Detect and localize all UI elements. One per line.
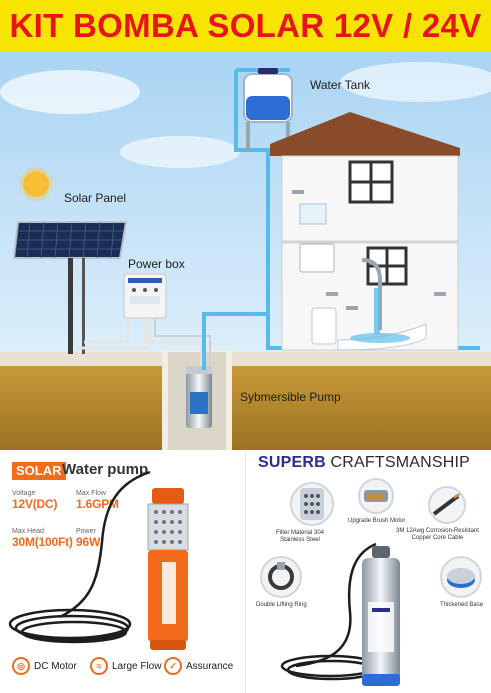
page-title: KIT BOMBA SOLAR 12V / 24V — [9, 7, 482, 44]
base-thumbnail — [440, 556, 482, 598]
spec-head-value: 30M(100Ft) — [12, 535, 73, 549]
ring-callout-text: Double Lifting Ring — [256, 602, 307, 608]
faucet-icon — [292, 190, 446, 310]
installation-scene: Water Tank Solar Panel Power box Sybmers… — [0, 52, 491, 450]
solar-panel-label: Solar Panel — [64, 191, 127, 205]
craftsmanship-panel: SUPERB CRAFTSMANSHIP Filter Material 304… — [246, 452, 491, 693]
orange-pump-icon — [147, 488, 189, 650]
steel-pump-illustration — [280, 542, 400, 686]
filter-mesh-icon — [300, 488, 324, 520]
filter-callout: Filter Material 304 Stainless Steel — [276, 530, 324, 544]
cable-callout: 3M 12Awg Corrosion-Resistant Copper Core… — [396, 528, 479, 542]
brand-tag: SOLAR — [12, 462, 66, 480]
spec-power-label: Power — [76, 528, 96, 535]
sun-icon — [19, 167, 53, 201]
spec-voltage-value: 12V(DC) — [12, 497, 58, 511]
filter-thumbnail — [290, 482, 334, 526]
lifting-ring-icon — [268, 562, 294, 590]
product-heading: Water pump — [62, 461, 149, 478]
steel-pump-icon — [362, 546, 400, 686]
craftsmanship-title-rest: CRAFTSMANSHIP — [325, 454, 471, 471]
brush-motor-icon — [364, 490, 388, 502]
cable-coil — [8, 470, 151, 644]
base-callout-text: Thickened Base — [440, 602, 484, 608]
title-banner: KIT BOMBA SOLAR 12V / 24V — [0, 0, 491, 52]
submersible-pump-icon — [186, 366, 212, 428]
spec-head: Max Head 30M(100Ft) — [12, 528, 73, 549]
power-box-icon — [123, 273, 167, 319]
filter-callout-text: Filter Material 304 Stainless Steel — [276, 530, 325, 543]
ground — [0, 364, 491, 450]
orange-pump-illustration — [8, 470, 189, 650]
panel-divider — [245, 452, 246, 693]
spec-voltage-label: Voltage — [12, 490, 36, 497]
cable-thumbnail — [428, 486, 466, 524]
motor-callout: Upgrade Brush Motor — [348, 518, 405, 525]
feature-dc-motor: ◎ DC Motor — [12, 657, 77, 675]
feature-dc-motor-label: DC Motor — [34, 660, 77, 672]
spec-power-value: 96W — [76, 535, 101, 549]
feature-large-flow-label: Large Flow — [112, 660, 162, 672]
motor-callout-text: Upgrade Brush Motor — [348, 518, 406, 524]
spec-flow-label: Max Flow — [76, 490, 106, 497]
pump-label: Sybmersible Pump — [240, 390, 341, 404]
ring-callout: Double Lifting Ring — [256, 602, 307, 609]
window — [348, 160, 408, 286]
craftsmanship-title: SUPERB CRAFTSMANSHIP — [258, 454, 470, 472]
copper-cable-icon — [432, 492, 462, 516]
spec-power: Power 96W — [76, 528, 100, 549]
ring-thumbnail — [260, 556, 302, 598]
flow-icon: ≈ — [90, 657, 108, 675]
house-icon — [270, 112, 460, 351]
cable-callout-text: 3M 12Awg Corrosion-Resistant Copper Core… — [396, 528, 479, 541]
feature-assurance: ✓ Assurance — [164, 657, 233, 675]
base-callout: Thickened Base — [440, 602, 483, 609]
spec-voltage: Voltage 12V(DC) — [12, 490, 57, 511]
water-tank-label: Water Tank — [310, 78, 371, 92]
shield-icon: ✓ — [164, 657, 182, 675]
power-box-label: Power box — [128, 257, 185, 271]
feature-assurance-label: Assurance — [186, 660, 234, 672]
motor-icon: ◎ — [12, 657, 30, 675]
thickened-base-icon — [447, 568, 475, 588]
solar-water-pump-panel: SOLAR Water pump Voltage 12V(DC) Max Flo… — [0, 452, 245, 693]
scene-illustration — [0, 52, 491, 450]
solar-panel-icon — [12, 221, 128, 354]
craftsmanship-title-bold: SUPERB — [258, 454, 326, 471]
motor-thumbnail — [358, 478, 394, 514]
feature-large-flow: ≈ Large Flow — [90, 657, 161, 675]
spec-head-label: Max Head — [12, 528, 44, 535]
